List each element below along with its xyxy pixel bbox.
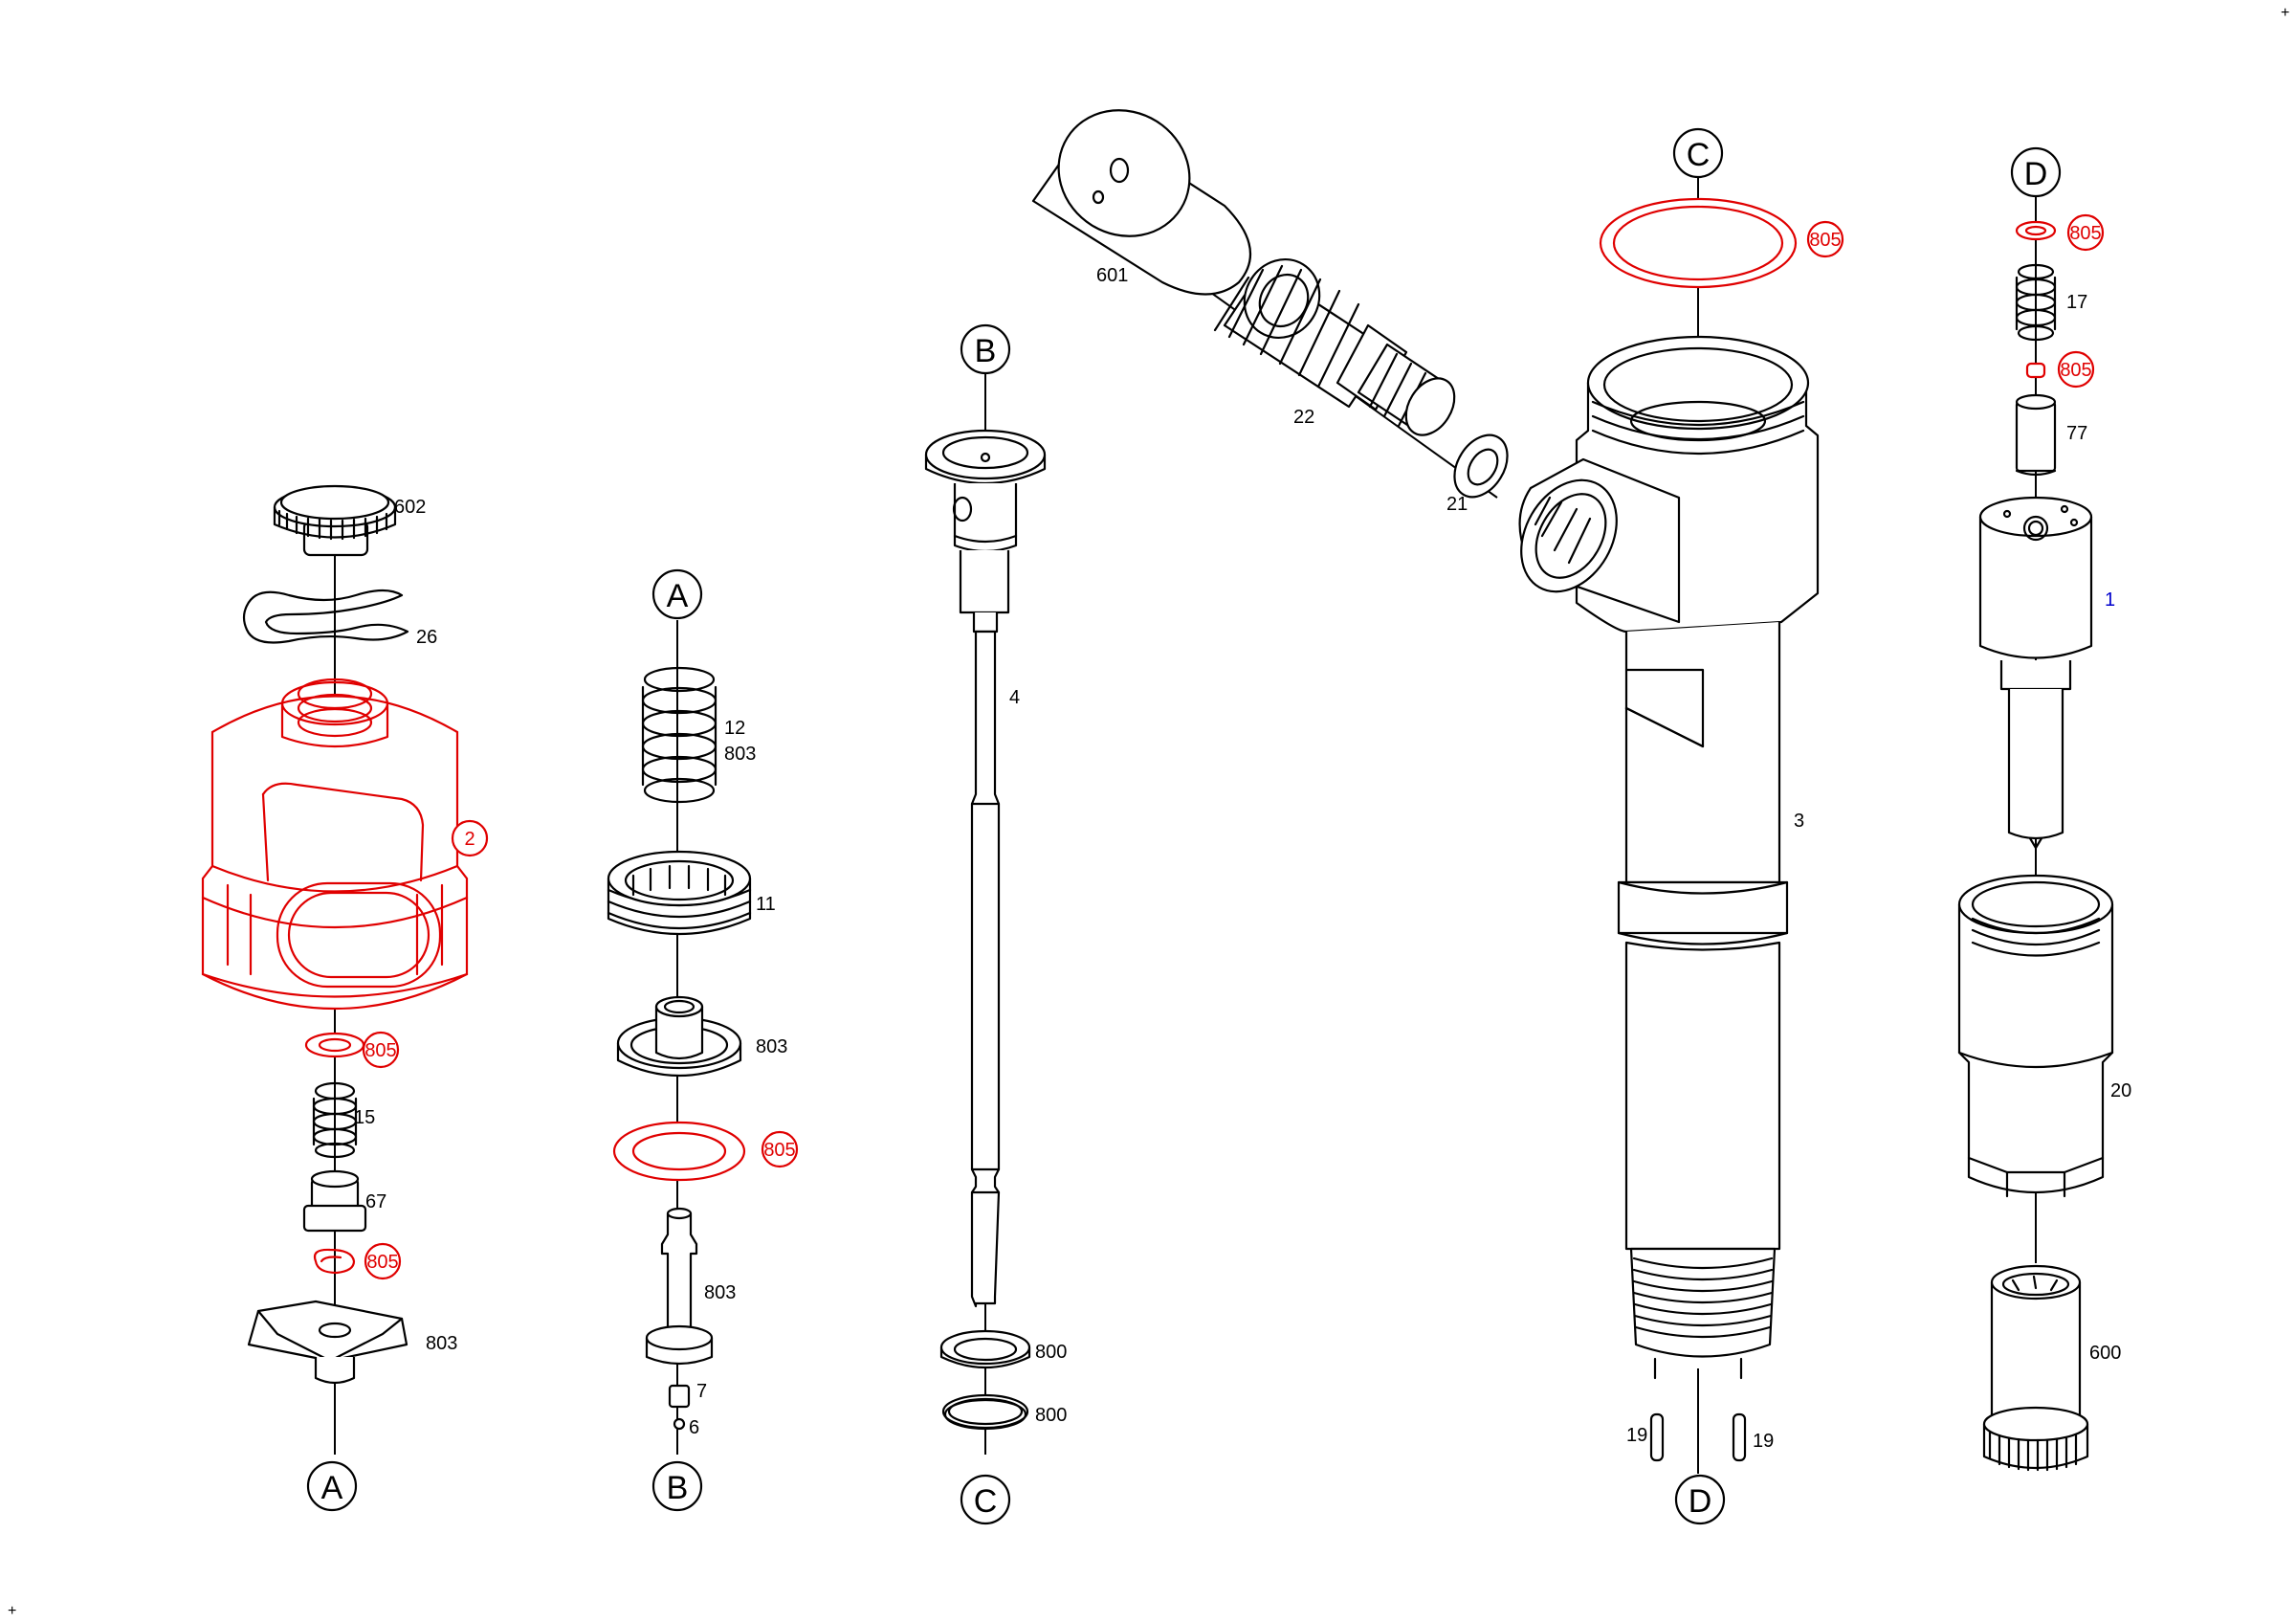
part-803-valve-stem [645,1207,714,1366]
part-1-nozzle [1978,496,2093,850]
label-2: 2 [464,829,475,850]
label-11: 11 [756,894,776,915]
connector-a-bottom [306,1460,358,1512]
connector-a-top [651,568,703,620]
label-22: 22 [1293,407,1314,428]
label-20: 20 [2110,1080,2131,1101]
label-805-c1a: 805 [364,1040,396,1061]
part-19-pin-left [1649,1412,1665,1462]
label-600: 600 [2089,1343,2121,1364]
label-7: 7 [696,1381,707,1402]
label-1: 1 [2105,589,2115,611]
label-803-c2a: 803 [724,744,756,765]
connector-d-top-label: D [2024,156,2048,192]
corner-mark-top-right: + [2281,5,2289,21]
label-805-c1b: 805 [366,1252,398,1273]
label-805-c6b: 805 [2060,360,2091,381]
part-11-threaded-nut [607,850,752,936]
label-6: 6 [689,1417,699,1438]
connector-d-bottom [1674,1474,1726,1525]
label-17: 17 [2066,292,2087,313]
label-805-c5: 805 [1809,230,1841,251]
connector-b-bottom-label: B [667,1470,689,1506]
part-805-ring-c5 [1599,197,1798,289]
connector-d-bottom-label: D [1689,1483,1712,1520]
badge-805-c1b [364,1242,402,1280]
label-77: 77 [2066,423,2087,444]
part-4-push-rod [970,630,1001,1308]
part-12-spring [641,666,718,804]
label-19-left: 19 [1626,1425,1647,1446]
part-805-shim-c6b [2025,362,2046,379]
part-805-ring-c2 [612,1121,746,1182]
part-602-knurled-nut [273,484,397,557]
badge-805-c6b [2057,350,2095,389]
connector-b-bottom [651,1460,703,1512]
inlet-assembly [1031,109,1509,499]
label-12: 12 [724,718,745,739]
part-15-spring [312,1081,358,1159]
badge-805-c2 [761,1130,799,1168]
label-805-c6a: 805 [2069,223,2101,244]
part-22-fitting [1213,257,1456,436]
label-800-b: 800 [1035,1405,1067,1426]
badge-2 [451,819,489,857]
badge-805-c5 [1806,220,1844,258]
part-803-valve-piece [616,995,742,1078]
label-26: 26 [416,627,437,648]
part-600-socket [1982,1264,2089,1472]
part-21-washer [1453,434,1509,499]
part-26-spring-clip [242,589,409,644]
label-4: 4 [1009,687,1020,708]
connector-a-top-label: A [667,578,689,614]
column-3-push-rod [924,373,1047,1455]
label-15: 15 [354,1107,375,1128]
column-1-magnet-assembly [201,484,469,1455]
part-20-nozzle-nut [1957,874,2114,1198]
part-800-washer [939,1329,1031,1369]
label-601: 601 [1096,265,1128,286]
part-803-armature-plate [247,1300,408,1385]
label-3: 3 [1794,811,1804,832]
connector-a-bottom-label: A [321,1470,343,1506]
label-803-c2b: 803 [756,1036,787,1057]
part-77-sleeve [2015,393,2057,477]
part-6-ball [673,1417,686,1431]
label-21: 21 [1446,494,1468,515]
badge-805-c1a [362,1031,400,1069]
label-803-c2c: 803 [704,1282,736,1303]
part-7-pin [668,1384,691,1409]
part-2-magnet-housing [201,678,469,1011]
label-800-a: 800 [1035,1342,1067,1363]
part-67-armature [302,1169,367,1233]
connector-c-bottom-label: C [974,1483,998,1520]
part-805-ring-upper [304,1032,365,1058]
label-602: 602 [394,497,426,518]
label-803-c1: 803 [426,1333,457,1354]
badge-805-c6a [2066,213,2105,252]
connector-c-top-label: C [1687,137,1711,173]
part-19-pin-right [1732,1412,1747,1462]
part-valve-head [924,429,1047,634]
part-17-spring [2015,263,2057,342]
connector-d-top [2010,146,2062,198]
connector-c-bottom [960,1474,1011,1525]
column-5-injector-body [1518,177,1820,1474]
label-19-right: 19 [1753,1431,1774,1452]
part-601-cap [1031,109,1252,296]
label-67: 67 [365,1191,386,1212]
connector-c-top [1672,127,1724,179]
corner-mark-bottom-left: + [8,1603,16,1619]
column-2-valve-assembly [607,620,752,1455]
part-805-clip-lower [313,1248,356,1275]
part-800-o-ring [941,1393,1029,1431]
column-6-nozzle-assembly [1957,196,2114,1472]
label-805-c2: 805 [763,1140,795,1161]
part-805-ring-c6a [2015,220,2057,241]
connector-b-top [960,323,1011,375]
connector-b-top-label: B [975,333,997,369]
part-3-injector-body [1518,335,1820,1380]
